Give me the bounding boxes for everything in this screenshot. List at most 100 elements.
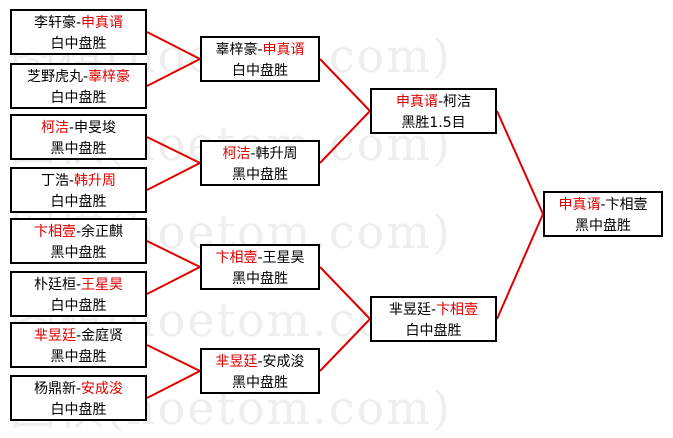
player-name: 申真谞 xyxy=(262,42,305,58)
separator: - xyxy=(430,302,437,318)
player-name: 卞相壹 xyxy=(215,250,258,266)
player-name: 卞相壹 xyxy=(436,302,479,318)
bracket-connector xyxy=(319,266,371,320)
match-result: 白中盘胜 xyxy=(405,323,462,339)
player-name: 申真谞 xyxy=(395,94,438,110)
match-box: 申真谞-卞相壹黑中盘胜 xyxy=(543,191,663,237)
bracket-connector xyxy=(319,58,371,112)
player-name: 王星昊 xyxy=(262,250,305,266)
player-name: 朴廷桓 xyxy=(33,277,76,293)
bracket-lines xyxy=(146,31,544,399)
match-result: 黑中盘胜 xyxy=(232,167,288,183)
separator: - xyxy=(75,381,82,397)
bracket-connector xyxy=(496,110,544,215)
match-players: 卞相壹-王星昊 xyxy=(202,248,318,269)
match-players: 芈昱廷-安成浚 xyxy=(202,352,318,373)
match-result: 黑中盘胜 xyxy=(575,218,631,234)
player-name: 芈昱廷 xyxy=(215,354,258,370)
match-players: 申真谞-柯洁 xyxy=(372,92,495,113)
bracket-connector xyxy=(146,58,201,87)
bracket-connector xyxy=(146,370,201,399)
separator: - xyxy=(600,197,606,213)
bracket-connector xyxy=(496,213,544,320)
match-result: 黑中盘胜 xyxy=(232,271,288,287)
bracket-connector xyxy=(146,344,201,372)
bracket-connector xyxy=(146,162,201,191)
player-name: 卞相壹 xyxy=(605,197,648,213)
match-result: 白中盘胜 xyxy=(50,194,107,210)
player-name: 丁浩 xyxy=(40,173,69,189)
player-name: 申旻埈 xyxy=(74,120,117,136)
match-result: 黑中盘胜 xyxy=(50,245,107,261)
bracket-connector xyxy=(146,136,201,164)
match-players: 卞相壹-余正麒 xyxy=(12,222,145,243)
match-box: 芝野虎丸-辜梓豪白中盘胜 xyxy=(10,63,147,109)
match-box: 辜梓豪-申真谞白中盘胜 xyxy=(200,36,320,82)
player-name: 金庭贤 xyxy=(81,328,124,344)
bracket-connector xyxy=(146,31,201,60)
separator: - xyxy=(75,15,82,31)
player-name: 杨鼎新 xyxy=(33,381,76,397)
player-name: 王星昊 xyxy=(81,277,124,293)
separator: - xyxy=(257,42,263,58)
match-result: 白中盘胜 xyxy=(232,63,288,79)
player-name: 安成浚 xyxy=(81,381,124,397)
player-name: 柯洁 xyxy=(40,120,69,136)
separator: - xyxy=(257,354,263,370)
match-box: 卞相壹-王星昊黑中盘胜 xyxy=(200,244,320,290)
player-name: 辜梓豪 xyxy=(215,42,258,58)
separator: - xyxy=(250,146,256,162)
bracket-diagram: 图棋(hoetom.com) 图棋(hoetom.com) 图棋(hoetom.… xyxy=(10,9,663,435)
separator: - xyxy=(75,224,82,240)
match-result: 白中盘胜 xyxy=(50,298,107,314)
match-box: 芈昱廷-安成浚黑中盘胜 xyxy=(200,348,320,394)
match-players: 芈昱廷-金庭贤 xyxy=(12,326,145,347)
match-players: 朴廷桓-王星昊 xyxy=(12,275,145,296)
match-players: 柯洁-韩升周 xyxy=(202,144,318,165)
match-box: 朴廷桓-王星昊白中盘胜 xyxy=(10,271,147,317)
match-box: 李轩豪-申真谞白中盘胜 xyxy=(10,9,147,55)
match-box: 芈昱廷-金庭贤黑中盘胜 xyxy=(10,322,147,368)
player-name: 申真谞 xyxy=(81,15,124,31)
match-box: 杨鼎新-安成浚白中盘胜 xyxy=(10,375,147,421)
player-name: 辜梓豪 xyxy=(88,69,131,85)
match-box: 柯洁-韩升周黑中盘胜 xyxy=(200,140,320,186)
separator: - xyxy=(257,250,263,266)
match-players: 柯洁-申旻埈 xyxy=(12,118,145,139)
separator: - xyxy=(437,94,444,110)
separator: - xyxy=(68,173,75,189)
match-box: 芈昱廷-卞相壹白中盘胜 xyxy=(370,296,497,342)
separator: - xyxy=(75,277,82,293)
match-result: 黑中盘胜 xyxy=(50,141,107,157)
match-players: 申真谞-卞相壹 xyxy=(545,195,661,216)
bracket-connector xyxy=(319,110,371,164)
player-name: 韩升周 xyxy=(74,173,117,189)
match-players: 芝野虎丸-辜梓豪 xyxy=(12,67,145,88)
player-name: 韩升周 xyxy=(255,146,298,162)
player-name: 卞相壹 xyxy=(33,224,76,240)
match-result: 黑胜1.5目 xyxy=(401,115,466,131)
bracket-connector xyxy=(146,266,201,295)
separator: - xyxy=(68,120,75,136)
match-result: 白中盘胜 xyxy=(50,36,107,52)
match-result: 黑中盘胜 xyxy=(50,349,107,365)
bracket-connector xyxy=(319,318,371,372)
player-name: 芈昱廷 xyxy=(33,328,76,344)
match-result: 黑中盘胜 xyxy=(232,375,288,391)
player-name: 余正麒 xyxy=(81,224,124,240)
separator: - xyxy=(75,328,82,344)
match-result: 白中盘胜 xyxy=(50,402,107,418)
separator: - xyxy=(82,69,89,85)
match-box: 柯洁-申旻埈黑中盘胜 xyxy=(10,114,147,160)
match-box: 申真谞-柯洁黑胜1.5目 xyxy=(370,88,497,134)
player-name: 柯洁 xyxy=(222,146,251,162)
player-name: 芝野虎丸 xyxy=(26,69,83,85)
player-name: 申真谞 xyxy=(558,197,601,213)
player-name: 芈昱廷 xyxy=(388,302,431,318)
player-name: 柯洁 xyxy=(443,94,472,110)
match-box: 丁浩-韩升周白中盘胜 xyxy=(10,167,147,213)
match-box: 卞相壹-余正麒黑中盘胜 xyxy=(10,218,147,264)
match-players: 丁浩-韩升周 xyxy=(12,171,145,192)
bracket-connector xyxy=(146,240,201,268)
match-result: 白中盘胜 xyxy=(50,90,107,106)
